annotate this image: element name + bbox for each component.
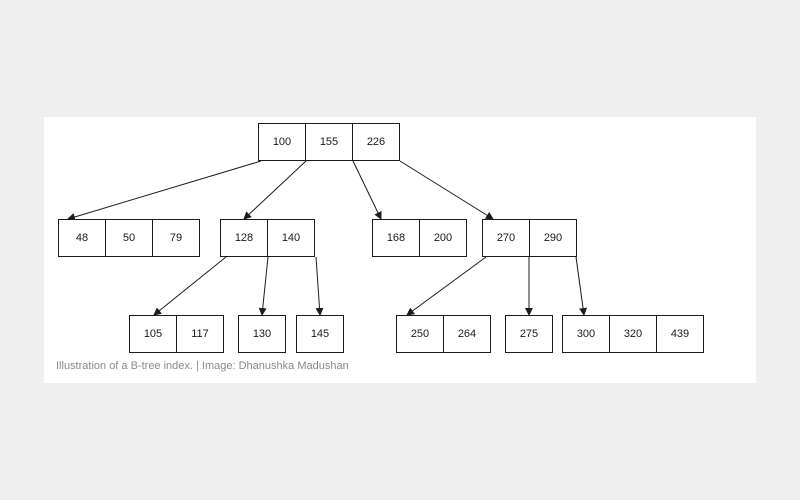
node-key: 200 <box>419 219 467 257</box>
edge-n-270-to-n-300 <box>575 256 588 316</box>
node-key: 105 <box>129 315 177 353</box>
edge-n-128-to-n-130 <box>258 256 269 316</box>
node-key: 290 <box>529 219 577 257</box>
btree-node-275: 275 <box>505 315 553 353</box>
btree-node-168: 168 200 <box>372 219 467 257</box>
btree-node-105: 105 117 <box>129 315 224 353</box>
node-key: 79 <box>152 219 200 257</box>
node-key: 439 <box>656 315 704 353</box>
node-key: 226 <box>352 123 400 161</box>
node-key: 145 <box>296 315 344 353</box>
btree-node-128: 128 140 <box>220 219 315 257</box>
node-key: 320 <box>609 315 657 353</box>
btree-node-48: 48 50 79 <box>58 219 200 257</box>
node-key: 155 <box>305 123 353 161</box>
node-key: 128 <box>220 219 268 257</box>
edge-root-to-n-48 <box>67 160 262 221</box>
node-key: 300 <box>562 315 610 353</box>
node-key: 250 <box>396 315 444 353</box>
edge-n-270-to-n-250 <box>406 256 487 316</box>
node-key: 168 <box>372 219 420 257</box>
node-key: 48 <box>58 219 106 257</box>
node-key: 264 <box>443 315 491 353</box>
node-key: 100 <box>258 123 306 161</box>
node-key: 140 <box>267 219 315 257</box>
btree-node-270: 270 290 <box>482 219 577 257</box>
btree-node-130: 130 <box>238 315 286 353</box>
edge-n-128-to-n-105 <box>153 256 227 316</box>
edge-root-to-n-128 <box>243 160 307 220</box>
node-key: 275 <box>505 315 553 353</box>
btree-diagram <box>67 160 588 316</box>
node-key: 117 <box>176 315 224 353</box>
node-key: 50 <box>105 219 153 257</box>
btree-node-145: 145 <box>296 315 344 353</box>
figure-caption: Illustration of a B-tree index. | Image:… <box>56 360 349 372</box>
btree-node-root: 100 155 226 <box>258 123 400 161</box>
figure-card: 100 155 226 48 50 79 128 140 168 200 270… <box>44 117 756 383</box>
edge-n-128-to-n-145 <box>315 256 324 316</box>
btree-node-250: 250 264 <box>396 315 491 353</box>
btree-node-300: 300 320 439 <box>562 315 704 353</box>
node-key: 130 <box>238 315 286 353</box>
node-key: 270 <box>482 219 530 257</box>
edge-root-to-n-270 <box>399 160 494 220</box>
edge-root-to-n-168 <box>352 160 382 220</box>
